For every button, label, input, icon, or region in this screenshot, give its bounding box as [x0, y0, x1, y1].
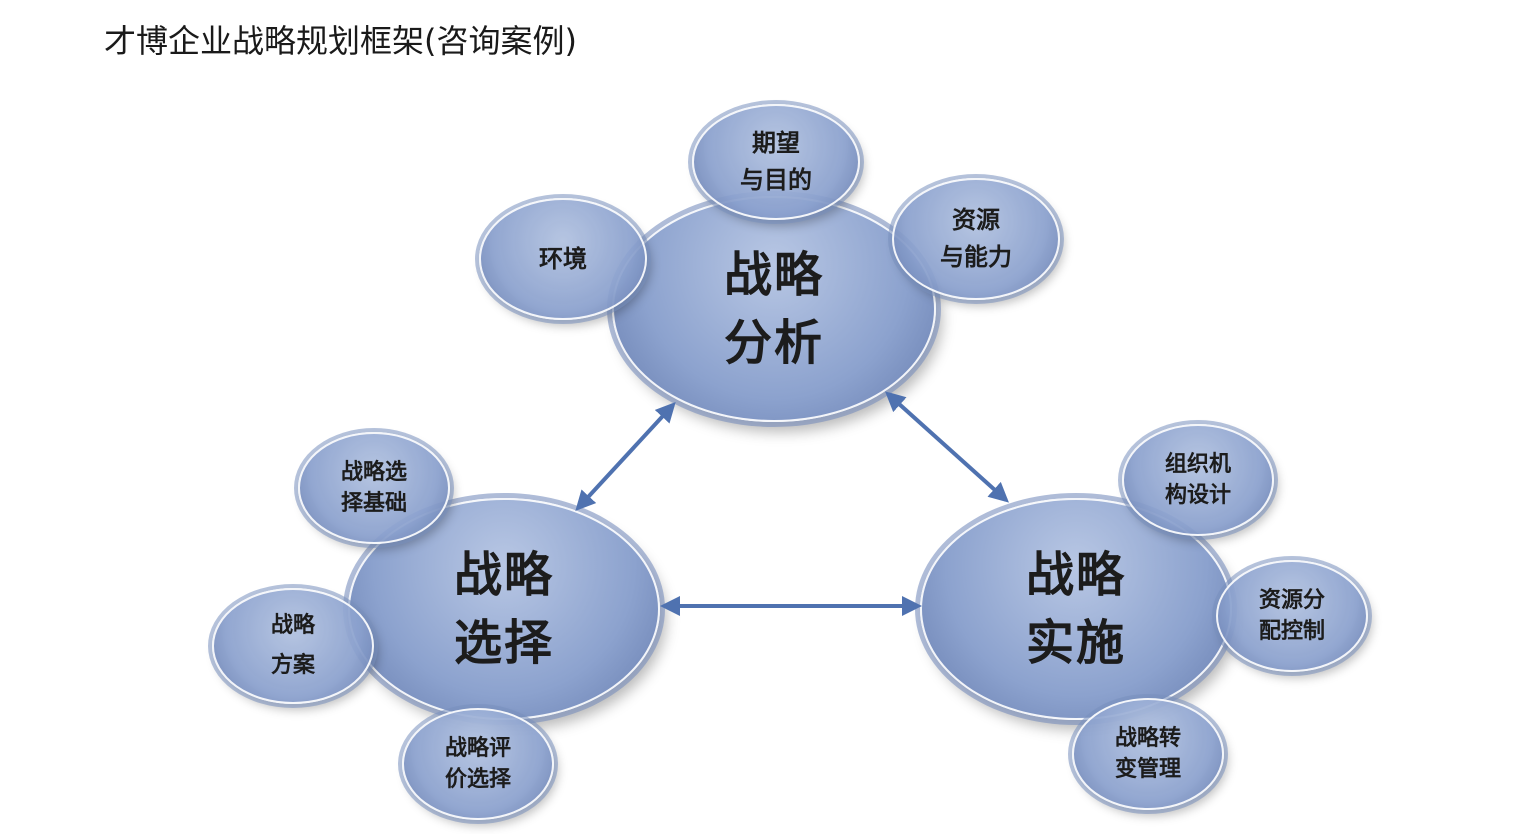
sub-node-label-line2: 价选择 — [444, 767, 511, 792]
sub-node-label-line1: 环境 — [539, 244, 587, 273]
sub-node-label-line2: 变管理 — [1114, 757, 1181, 782]
main-node-label-line1: 战略 — [1025, 547, 1126, 603]
arrow-analysis-implementation — [885, 391, 1009, 503]
arrow-analysis-choice — [575, 402, 676, 511]
sub-node-environment: 环境 — [479, 198, 647, 320]
main-node-strategy-analysis: 战略 分析 — [612, 196, 936, 422]
sub-node-resource-allocation-control: 资源分 配控制 — [1216, 560, 1368, 672]
main-node-label-line2: 选择 — [453, 615, 554, 671]
main-node-label-line1: 战略 — [453, 547, 554, 603]
sub-node-label-line2: 与能力 — [940, 243, 1012, 271]
sub-node-label-line1: 期望 — [752, 129, 800, 157]
sub-node-label-line2: 方案 — [270, 653, 315, 678]
sub-node-label-line1: 战略转 — [1114, 726, 1181, 751]
main-node-label-line2: 实施 — [1025, 615, 1126, 671]
sub-node-choice-basis: 战略选 择基础 — [298, 432, 450, 544]
sub-node-resources-capabilities: 资源 与能力 — [892, 178, 1060, 300]
sub-node-label-line1: 战略 — [270, 613, 315, 638]
sub-node-label-line1: 战略选 — [340, 460, 407, 485]
main-node-label-line2: 分析 — [723, 315, 824, 371]
sub-node-org-structure-design: 组织机 构设计 — [1122, 424, 1274, 536]
sub-node-change-management: 战略转 变管理 — [1072, 698, 1224, 810]
sub-node-evaluation-selection: 战略评 价选择 — [402, 708, 554, 820]
sub-node-label-line2: 配控制 — [1258, 619, 1325, 644]
page-title: 才博企业战略规划框架(咨询案例) — [104, 22, 577, 60]
main-node-label-line1: 战略 — [723, 247, 824, 303]
sub-node-label-line1: 战略评 — [444, 736, 511, 761]
sub-node-label-line1: 资源 — [952, 206, 1000, 234]
sub-node-strategy-options: 战略 方案 — [212, 588, 374, 704]
main-node-strategy-implementation: 战略 实施 — [920, 498, 1232, 720]
sub-node-label-line2: 择基础 — [340, 491, 407, 516]
sub-node-label-line2: 构设计 — [1164, 483, 1231, 508]
sub-node-expectations-goals: 期望 与目的 — [692, 104, 860, 220]
sub-node-label-line1: 组织机 — [1164, 452, 1231, 477]
sub-node-label-line2: 与目的 — [740, 166, 812, 194]
sub-node-label-line1: 资源分 — [1258, 588, 1325, 613]
